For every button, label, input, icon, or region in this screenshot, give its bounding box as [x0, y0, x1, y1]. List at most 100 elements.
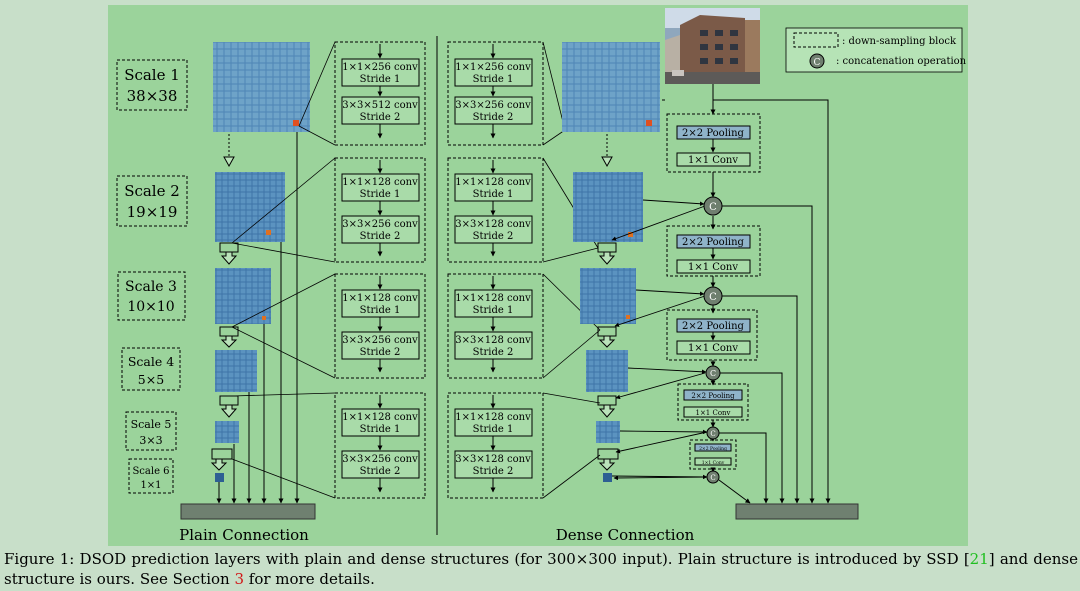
scale-label-1: Scale 1 38×38 — [116, 59, 188, 111]
concat-node-2: C — [703, 286, 723, 306]
svg-text:Scale 5: Scale 5 — [131, 418, 172, 431]
pool-block-2: 2×2 Pooling 1×1 Conv — [666, 225, 761, 277]
svg-text:Scale 4: Scale 4 — [128, 354, 174, 369]
plain-downsample-markers — [210, 134, 239, 471]
svg-text:1×1 Conv: 1×1 Conv — [702, 460, 725, 466]
svg-text:Scale 6: Scale 6 — [132, 466, 169, 477]
svg-text:1×1×128 conv: 1×1×128 conv — [455, 177, 531, 188]
dense-map-1 — [562, 42, 660, 132]
svg-text:1×1 Conv: 1×1 Conv — [695, 409, 730, 417]
svg-text:Stride 1: Stride 1 — [473, 189, 514, 200]
svg-text:3×3×128 conv: 3×3×128 conv — [455, 335, 531, 346]
dense-map-4 — [586, 350, 628, 392]
svg-text:Stride 1: Stride 1 — [473, 74, 514, 85]
svg-text:Stride 2: Stride 2 — [473, 231, 514, 242]
plain-feature-maps — [213, 42, 310, 482]
plain-block-1: 1×1×256 conv Stride 1 3×3×512 conv Strid… — [334, 41, 426, 146]
legend: : down-sampling block C : concatenation … — [785, 27, 967, 73]
dense-output-lines — [713, 99, 831, 504]
svg-text:2×2 Pooling: 2×2 Pooling — [691, 392, 735, 400]
svg-text:Stride 1: Stride 1 — [360, 189, 401, 200]
svg-text:5×5: 5×5 — [138, 372, 164, 387]
caption-ref-ssd[interactable]: 21 — [969, 550, 989, 568]
plain-block-2: 1×1×128 conv Stride 1 3×3×256 conv Strid… — [334, 157, 426, 263]
svg-text:3×3: 3×3 — [139, 434, 162, 447]
pool-block-4: 2×2 Pooling 1×1 Conv — [677, 383, 749, 421]
svg-text:19×19: 19×19 — [127, 203, 178, 221]
svg-text:Stride 1: Stride 1 — [360, 305, 401, 316]
svg-text:2×2 Pooling: 2×2 Pooling — [682, 237, 744, 248]
svg-text:C: C — [710, 369, 716, 378]
svg-text:2×2 Pooling: 2×2 Pooling — [682, 128, 744, 139]
input-photo — [665, 8, 760, 84]
svg-text:C: C — [710, 430, 715, 438]
svg-text:3×3×128 conv: 3×3×128 conv — [455, 219, 531, 230]
svg-text:Stride 2: Stride 2 — [473, 347, 514, 358]
scale-label-6: Scale 6 1×1 — [128, 458, 174, 494]
dense-prediction-bar — [735, 503, 859, 520]
svg-text:Stride 2: Stride 2 — [473, 112, 514, 123]
dense-map-6 — [603, 473, 612, 482]
svg-text:Stride 2: Stride 2 — [360, 466, 401, 477]
svg-text:Stride 2: Stride 2 — [360, 231, 401, 242]
scale-1-size: 38×38 — [127, 87, 178, 105]
svg-text:2×2 Pooling: 2×2 Pooling — [682, 321, 744, 332]
scale-label-5: Scale 5 3×3 — [125, 411, 177, 451]
dense-main-path — [662, 84, 716, 473]
svg-text:1×1 Conv: 1×1 Conv — [688, 262, 738, 273]
svg-text:Stride 2: Stride 2 — [473, 466, 514, 477]
svg-text:Stride 1: Stride 1 — [473, 424, 514, 435]
svg-text:1×1×128 conv: 1×1×128 conv — [342, 177, 418, 188]
caption-text-2: ] and dense structure is ours. See Secti… — [4, 550, 1078, 588]
dense-map-3 — [580, 268, 636, 324]
plain-block-4: 1×1×128 conv Stride 1 3×3×256 conv Strid… — [334, 392, 426, 499]
dense-map-2 — [573, 172, 643, 242]
pool-block-3: 2×2 Pooling 1×1 Conv — [666, 309, 758, 361]
figure-caption: Figure 1: DSOD prediction layers with pl… — [4, 549, 1078, 589]
legend-dashed-box — [793, 32, 839, 48]
plain-map-4 — [215, 350, 257, 392]
svg-text:Scale 2: Scale 2 — [124, 182, 180, 200]
pool-block-1: 2×2 Pooling 1×1 Conv — [666, 113, 761, 173]
svg-text:C: C — [814, 58, 821, 68]
svg-text:1×1×128 conv: 1×1×128 conv — [455, 412, 531, 423]
scale-label-2: Scale 2 19×19 — [116, 175, 188, 227]
svg-text:1×1 Conv: 1×1 Conv — [688, 155, 738, 166]
scale-label-3: Scale 3 10×10 — [117, 271, 186, 321]
svg-text:3×3×128 conv: 3×3×128 conv — [455, 454, 531, 465]
svg-text:C: C — [709, 292, 717, 303]
svg-text:1×1: 1×1 — [140, 480, 161, 491]
concat-node-4: C — [706, 426, 720, 440]
legend-concat-icon — [809, 53, 825, 69]
svg-text:C: C — [709, 202, 717, 213]
dense-connection-label: Dense Connection — [556, 526, 695, 544]
dense-map-5 — [596, 421, 620, 443]
caption-ref-section[interactable]: 3 — [234, 570, 245, 588]
svg-text:1×1×128 conv: 1×1×128 conv — [342, 293, 418, 304]
svg-text:Scale 3: Scale 3 — [125, 279, 177, 295]
dense-downsample-markers — [597, 134, 619, 471]
plain-map-2 — [215, 172, 285, 242]
svg-text:3×3×512 conv: 3×3×512 conv — [342, 100, 418, 111]
dense-skip-lines — [611, 199, 708, 480]
pool-block-5: 2×2 Pooling 1×1 Conv — [689, 439, 737, 470]
svg-text:Stride 1: Stride 1 — [360, 424, 401, 435]
plain-prediction-bar — [180, 503, 316, 520]
dense-block-2: 1×1×128 conv Stride 1 3×3×128 conv Strid… — [447, 157, 544, 263]
svg-text:1×1×128 conv: 1×1×128 conv — [342, 412, 418, 423]
plain-block-connectors — [231, 41, 336, 499]
dense-feature-maps — [562, 42, 660, 482]
plain-connection-label: Plain Connection — [179, 526, 309, 544]
svg-text:Stride 1: Stride 1 — [473, 305, 514, 316]
svg-text:Stride 1: Stride 1 — [360, 74, 401, 85]
svg-text:3×3×256 conv: 3×3×256 conv — [342, 454, 418, 465]
concat-node-1: C — [703, 196, 723, 216]
dense-block-3: 1×1×128 conv Stride 1 3×3×128 conv Strid… — [447, 273, 544, 379]
svg-text:10×10: 10×10 — [127, 299, 174, 315]
legend-concat-text: : concatenation operation — [836, 56, 967, 67]
plain-map-1 — [213, 42, 310, 132]
plain-output-lines — [216, 132, 300, 504]
svg-text:3×3×256 conv: 3×3×256 conv — [455, 100, 531, 111]
concat-node-3: C — [705, 365, 721, 381]
